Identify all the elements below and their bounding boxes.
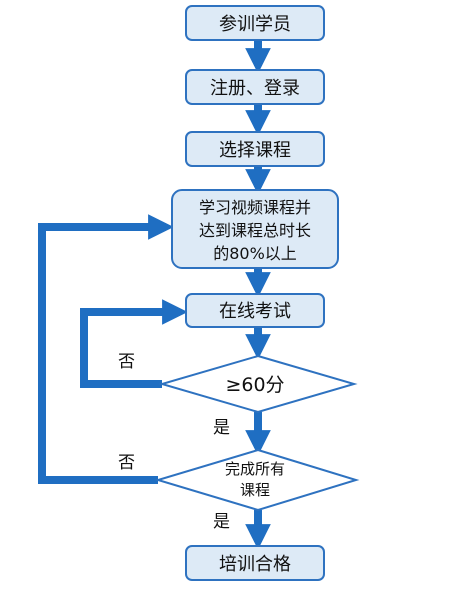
node-study-line-2: 达到课程总时长 xyxy=(199,221,311,240)
loop-score-fail-to-exam xyxy=(80,299,188,388)
node-choose-course-label: 选择课程 xyxy=(219,140,291,161)
node-qualified: 培训合格 xyxy=(185,545,325,581)
node-online-exam: 在线考试 xyxy=(185,293,325,328)
node-complete-line-2: 课程 xyxy=(240,481,270,499)
edge-label-no-exam: 否 xyxy=(118,352,135,372)
node-qualified-label: 培训合格 xyxy=(219,554,291,575)
node-complete-line-1: 完成所有 xyxy=(225,460,285,478)
node-trainee-label: 参训学员 xyxy=(219,14,291,35)
edge-label-no-courses: 否 xyxy=(118,453,135,473)
loop-incomplete-to-study xyxy=(38,214,174,484)
connectors xyxy=(38,40,271,550)
node-choose-course: 选择课程 xyxy=(185,131,325,167)
node-score-decision: ≥60分 xyxy=(158,354,358,414)
node-study-line-3: 的80%以上 xyxy=(213,244,297,263)
node-online-exam-label: 在线考试 xyxy=(219,301,291,322)
edge-label-yes-courses: 是 xyxy=(213,512,230,532)
node-register-login: 注册、登录 xyxy=(185,69,325,105)
node-complete-decision: 完成所有 课程 xyxy=(154,448,360,512)
node-study-video: 学习视频课程并 达到课程总时长 的80%以上 xyxy=(171,189,339,269)
node-register-login-label: 注册、登录 xyxy=(210,78,300,99)
node-study-line-1: 学习视频课程并 xyxy=(199,198,311,217)
node-score-label: ≥60分 xyxy=(225,374,284,396)
node-trainee: 参训学员 xyxy=(185,5,325,41)
edge-label-yes-exam: 是 xyxy=(213,418,230,438)
